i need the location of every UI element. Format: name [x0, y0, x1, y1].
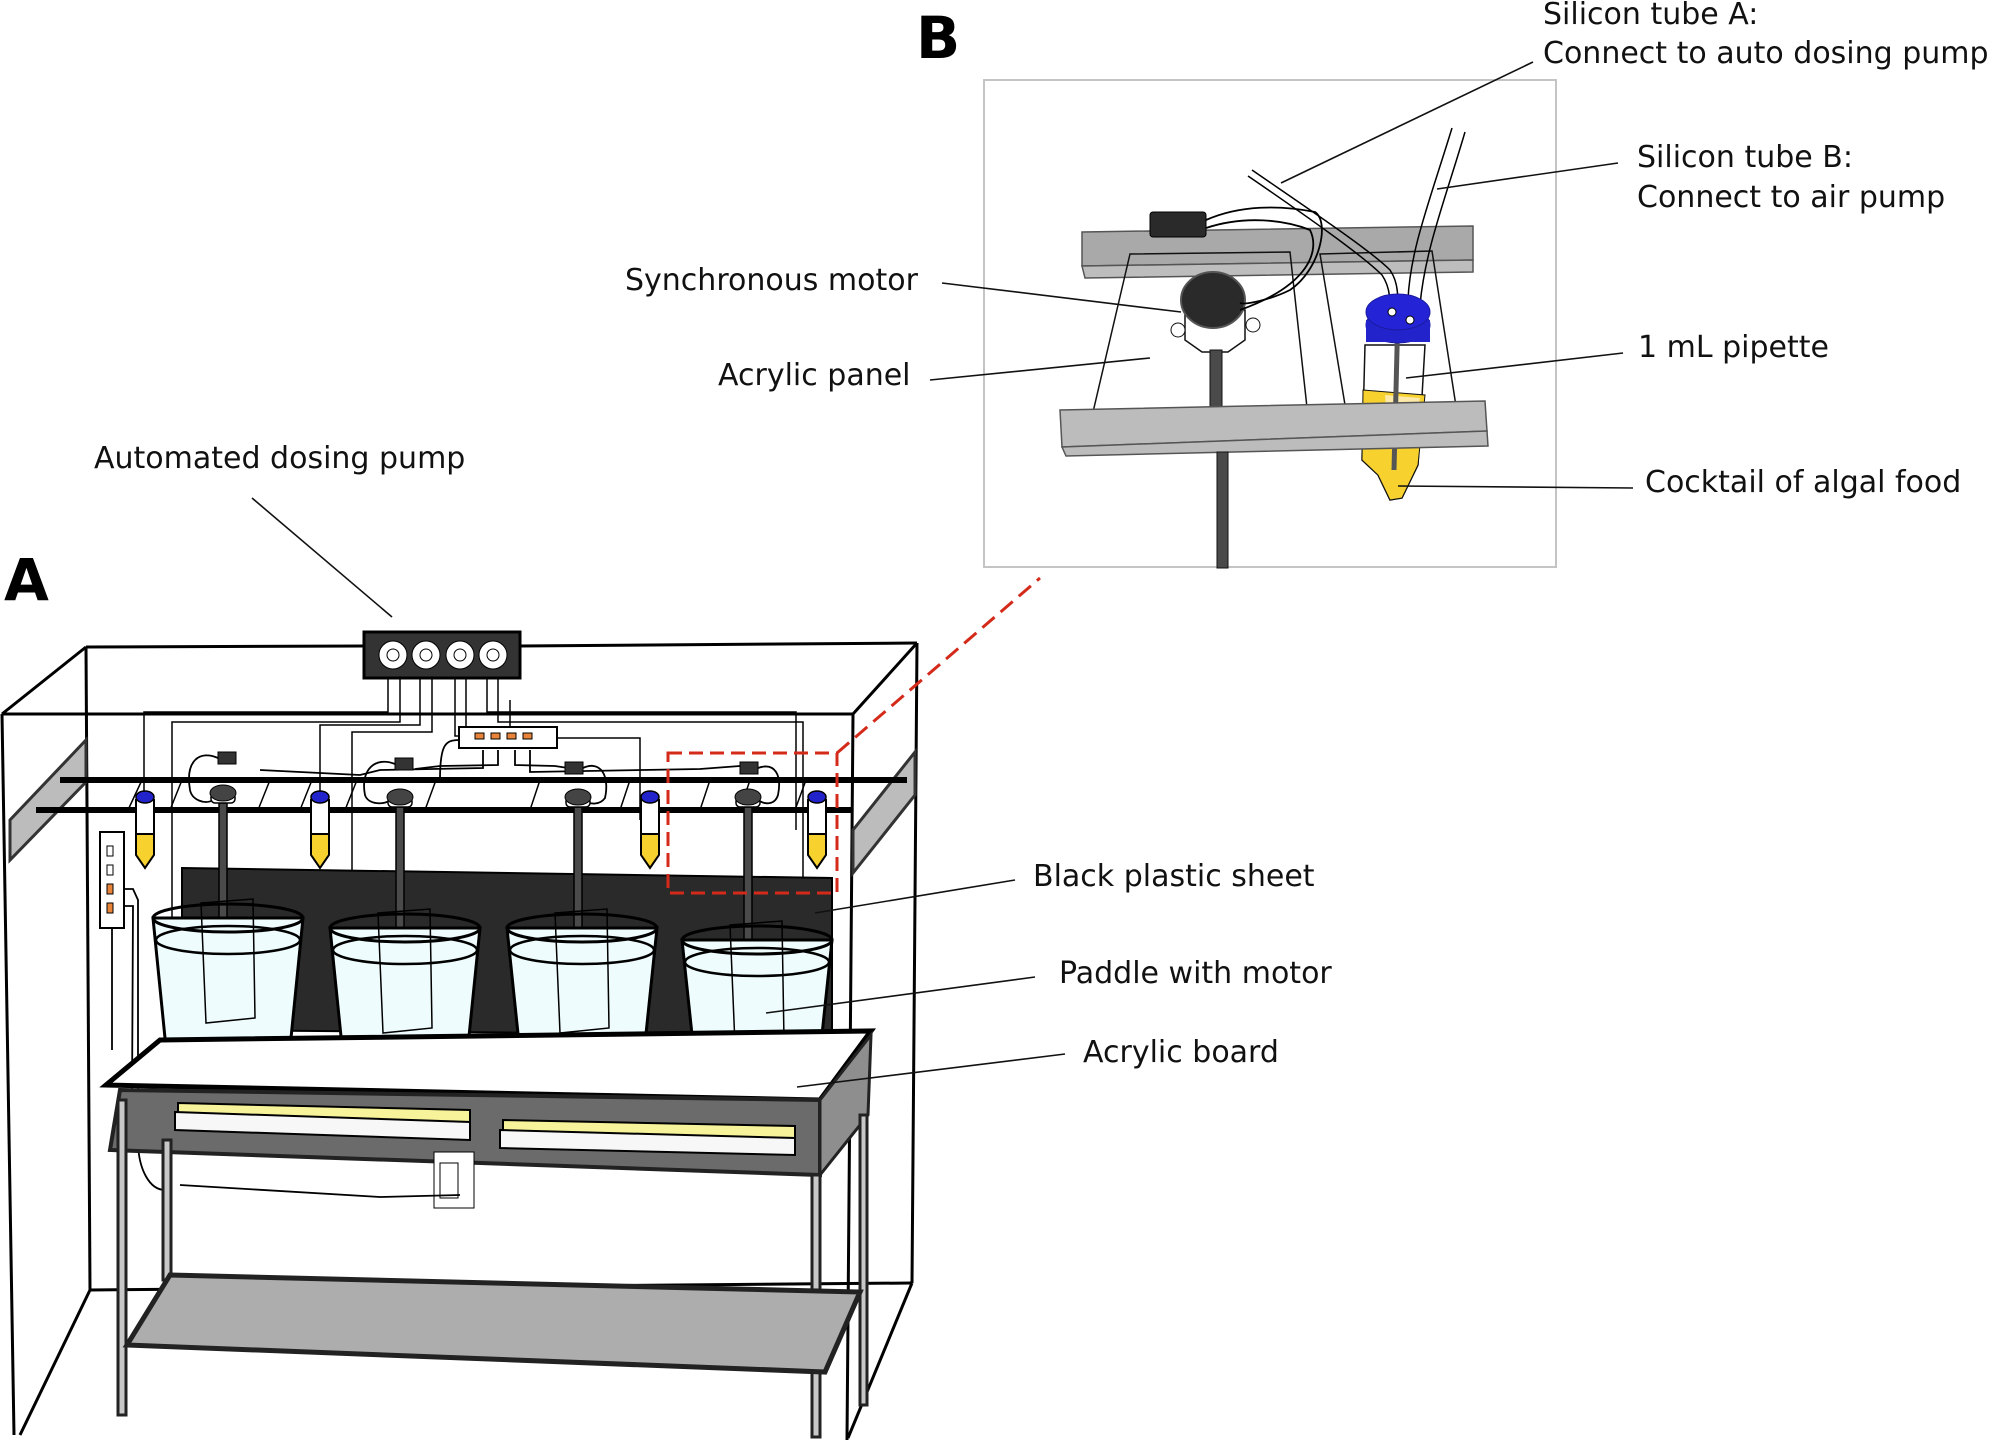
- feed-tube-icon: [135, 790, 155, 870]
- usb-port-icon: [506, 732, 517, 740]
- leader-tube-b: [1436, 162, 1619, 190]
- zoom-callout: [666, 576, 1041, 895]
- panel-b: B: [625, 0, 1989, 569]
- bucket-with-paddle: [505, 788, 659, 1066]
- grow-light-icon: [174, 1101, 471, 1142]
- leader-dosing-pump: [251, 497, 393, 618]
- power-strip: [99, 831, 166, 1191]
- label-cocktail-of-algal-food: Cocktail of algal food: [1645, 465, 1961, 500]
- label-synchronous-motor: Synchronous motor: [625, 263, 919, 298]
- label-paddle-with-motor: Paddle with motor: [1059, 956, 1332, 991]
- leader-tube-a: [1280, 61, 1534, 184]
- label-automated-dosing-pump: Automated dosing pump: [94, 441, 465, 476]
- usb-port-icon: [522, 732, 533, 740]
- pump-head-icon: [411, 640, 441, 670]
- label-acrylic-board: Acrylic board: [1083, 1035, 1279, 1070]
- pump-head-icon: [378, 640, 408, 670]
- silicon-tube-b: [1407, 127, 1466, 306]
- leader-acrylic-board: [796, 1053, 1066, 1088]
- label-silicon-tube-a: Silicon tube A:: [1543, 0, 1758, 32]
- label-black-plastic-sheet: Black plastic sheet: [1033, 859, 1315, 894]
- synchronous-motor: [1170, 271, 1261, 437]
- detail-box: [983, 79, 1557, 568]
- paddle-motor-icon: [209, 784, 237, 804]
- socket-icon: [106, 883, 114, 895]
- usb-hub: [259, 726, 741, 781]
- paddle-motor-icon: [386, 788, 414, 808]
- top-rails: [36, 777, 907, 813]
- feed-tube-icon: [640, 790, 660, 870]
- paddle-blade: [554, 908, 610, 1034]
- leader-algal-food: [1397, 485, 1634, 489]
- automated-dosing-pump: [362, 630, 522, 680]
- socket-icon: [106, 902, 114, 914]
- panel-a-letter: A: [4, 546, 49, 614]
- pump-head-icon: [445, 640, 475, 670]
- blue-cap-icon: [1365, 293, 1431, 331]
- paddle-blade: [377, 908, 433, 1034]
- label-silicon-tube-b-connect: Connect to air pump: [1637, 180, 1945, 215]
- leader-paddle: [765, 976, 1036, 1014]
- paddle-blade: [200, 898, 256, 1024]
- lower-shelf: [122, 1272, 864, 1375]
- motor-icon: [1180, 271, 1246, 329]
- paddle-motor-icon: [734, 788, 762, 808]
- usb-port-icon: [490, 732, 501, 740]
- socket-icon: [106, 864, 114, 876]
- label-silicon-tube-a-connect: Connect to auto dosing pump: [1543, 36, 1989, 71]
- bucket-with-paddle: [151, 784, 305, 1061]
- acrylic-board-table: [99, 1028, 877, 1439]
- leader-black-plastic-sheet: [814, 879, 1016, 914]
- paddle-motor-icon: [564, 788, 592, 808]
- leader-pipette: [1405, 352, 1624, 379]
- usb-port-icon: [474, 732, 485, 740]
- pump-head-icon: [478, 640, 508, 670]
- motor-connector-icon: [363, 757, 414, 805]
- leader-motor: [941, 282, 1182, 313]
- leader-acrylic-panel: [929, 357, 1151, 381]
- light-switch: [179, 1151, 475, 1209]
- motor-plug-icon: [1149, 206, 1323, 311]
- grow-light-icon: [499, 1118, 796, 1157]
- label-silicon-tube-b: Silicon tube B:: [1637, 140, 1853, 175]
- socket-icon: [106, 845, 114, 857]
- left-rail-bracket: [8, 736, 88, 864]
- upper-rail: [1081, 225, 1474, 267]
- panel-b-letter: B: [916, 4, 960, 72]
- feed-tube-icon: [807, 790, 827, 870]
- panel-a: A Automated dosing pump: [0, 441, 1332, 1441]
- label-acrylic-panel: Acrylic panel: [718, 358, 911, 393]
- label-1ml-pipette: 1 mL pipette: [1638, 330, 1829, 365]
- right-rail-bracket: [851, 747, 917, 878]
- motor-connector-icon: [739, 761, 780, 805]
- motor-connector-icon: [188, 751, 237, 803]
- feed-tube-icon: [310, 790, 330, 870]
- paddle-shaft: [1216, 451, 1229, 569]
